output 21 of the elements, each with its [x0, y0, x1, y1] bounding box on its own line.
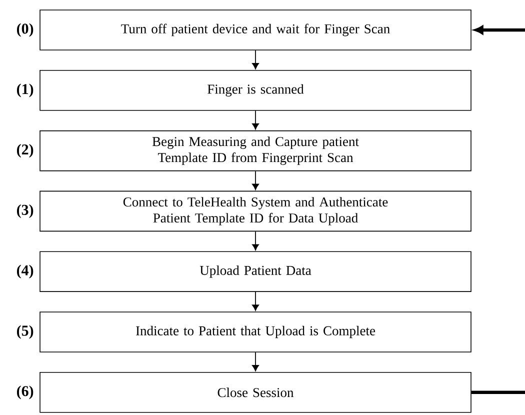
- process-box: Close Session: [40, 372, 472, 413]
- step-number: (4): [16, 264, 34, 278]
- step-number: (0): [16, 23, 34, 37]
- step-number: (5): [16, 325, 34, 339]
- process-box: Finger is scanned: [40, 70, 472, 111]
- process-box: Begin Measuring and Capture patient Template ID from Fingerprint Scan: [40, 130, 472, 172]
- step-number: (2): [16, 144, 34, 158]
- arrow: [252, 231, 259, 250]
- arrow: [252, 50, 259, 70]
- arrow: [474, 26, 525, 34]
- arrow: [252, 352, 259, 372]
- process-box: Connect to TeleHealth System and Authenticate Patient Template ID for Data Upload: [40, 190, 472, 232]
- step-number: (1): [16, 84, 34, 98]
- process-box: Indicate to Patient that Upload is Complete: [40, 312, 472, 352]
- process-box: Turn off patient device and wait for Finger Scan: [40, 10, 472, 50]
- arrow: [252, 292, 259, 311]
- step-number: (3): [16, 204, 34, 218]
- arrow: [252, 110, 259, 130]
- step-number: (6): [16, 386, 34, 400]
- process-box: Upload Patient Data: [40, 251, 472, 292]
- arrow: [252, 170, 259, 190]
